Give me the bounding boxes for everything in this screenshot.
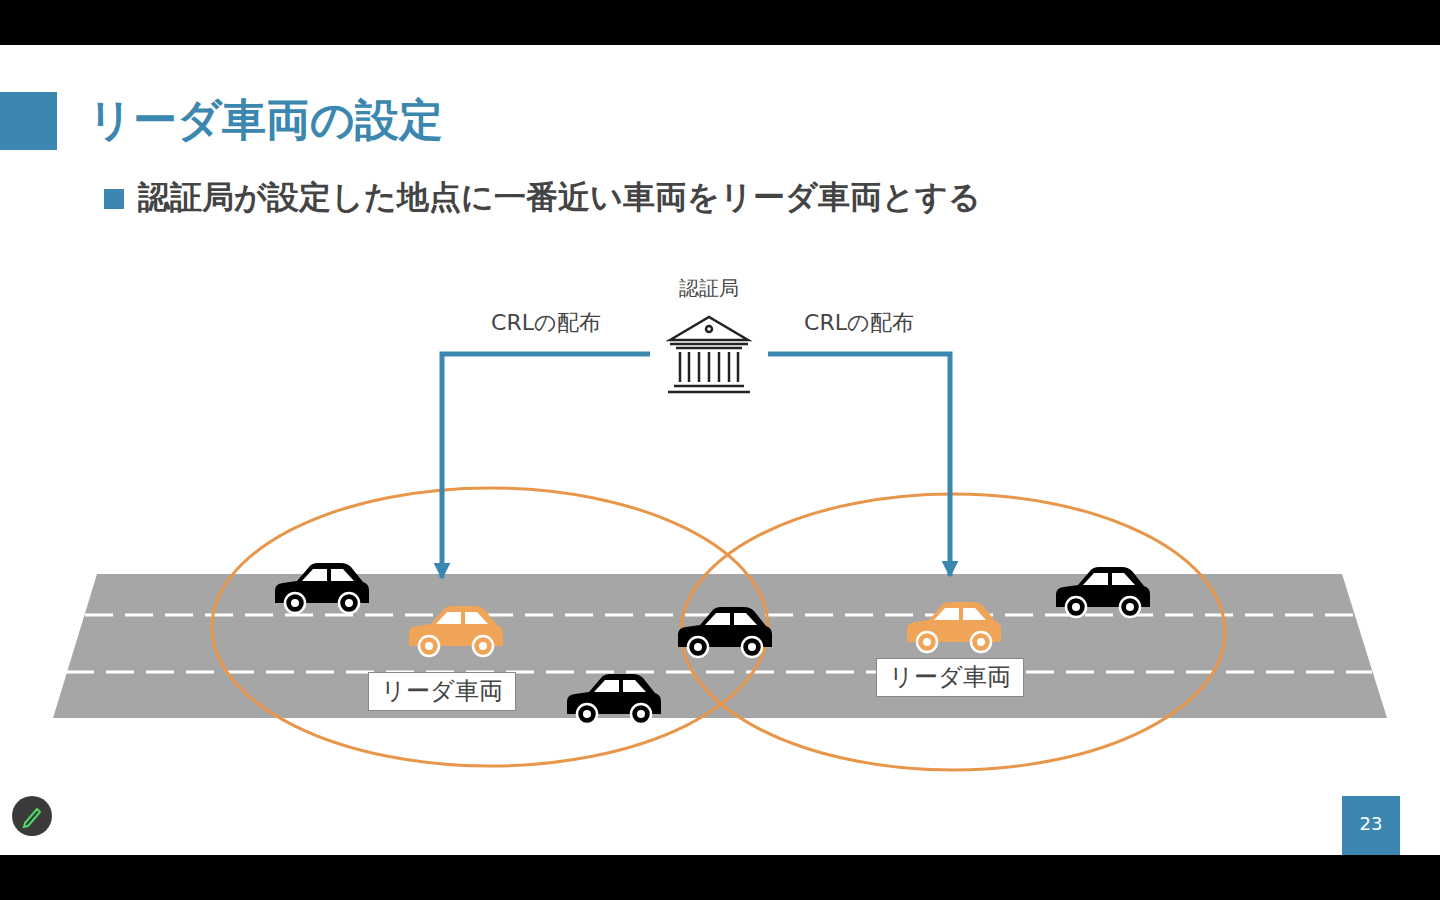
bullet-text: 認証局が設定した地点に一番近い車両をリーダ車両とする [138,178,981,216]
leader-vehicle [409,606,503,656]
page-number: 23 [1360,813,1383,835]
crl-arrow [768,354,950,576]
certificate-authority: 認証局 [654,272,764,400]
edge-label: CRLの配布 [804,310,914,336]
leader-vehicle-node: リーダ車両 [355,580,530,711]
leader-vehicle [907,602,1001,652]
vehicle [678,607,772,657]
top-bar [0,0,1440,45]
edge-label: CRLの配布 [491,310,601,336]
bullet-square [104,189,124,209]
bottom-bar [0,855,1440,900]
pen-button [12,796,52,836]
vehicle [567,674,661,724]
authority-icon [668,317,750,392]
communication-range [212,488,768,766]
leader-label: リーダ車両 [368,672,516,711]
vehicle [275,563,369,613]
title-marker [0,92,57,150]
slide-title: リーダ車両の設定 [88,94,443,147]
authority-label: 認証局 [673,272,745,304]
leader-vehicle-node: リーダ車両 [863,578,1038,697]
pen-icon [24,809,40,827]
road [53,574,1387,718]
lane-line [66,671,1372,674]
leader-label: リーダ車両 [876,658,1024,697]
page-number-box [1342,796,1400,855]
vehicle [1056,567,1150,617]
crl-arrow [442,354,650,578]
